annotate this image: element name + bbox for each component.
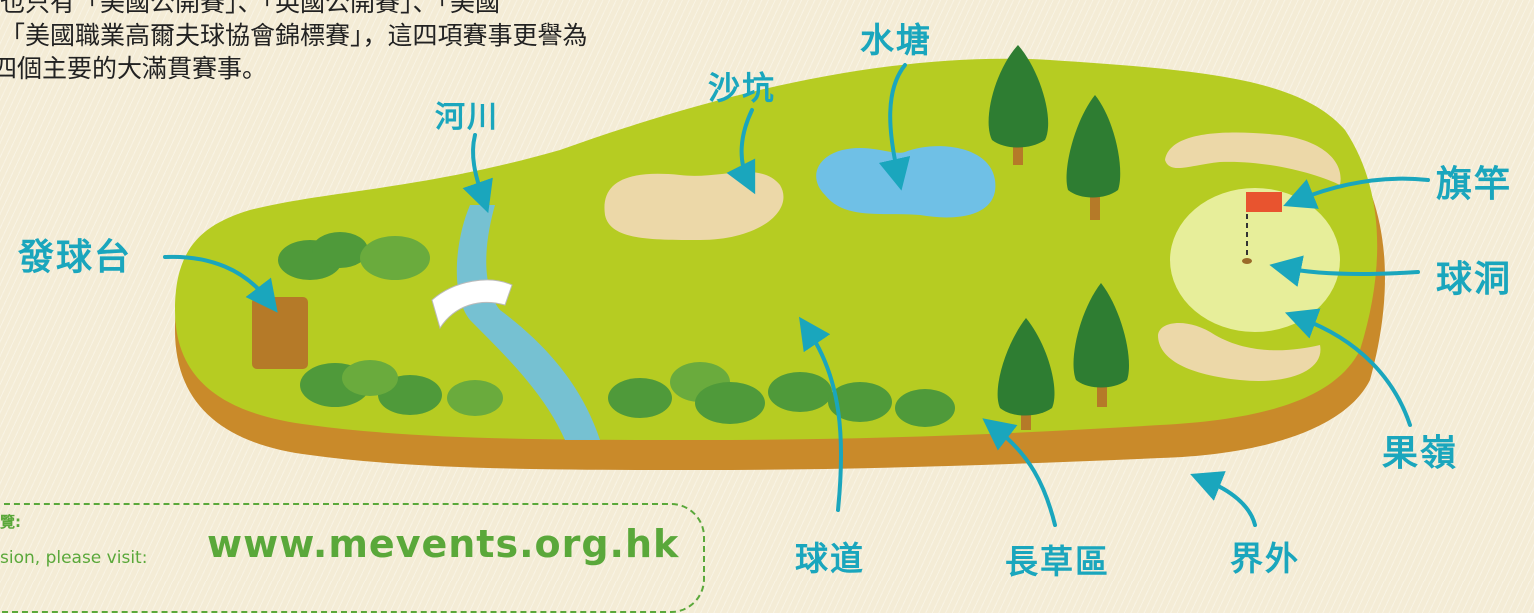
- arrow-green: [1284, 308, 1412, 427]
- bushes-middle-bottom: [608, 362, 955, 427]
- bushes-left-bottom: [300, 360, 503, 416]
- intro-line-2: 「美國職業高爾夫球協會錦標賽」，這四項賽事更譽為: [0, 21, 588, 50]
- arrow-out-of-bounds: [1190, 471, 1257, 527]
- label-tee: 發球台: [18, 237, 133, 278]
- golf-course-illustration: [163, 45, 1430, 527]
- intro-text: 也只有「美國公開賽」、「英國公開賽」、「美國 「美國職業高爾夫球協會錦標賽」，這…: [0, 0, 700, 85]
- tee-box: [252, 297, 308, 369]
- intro-line-1: 也只有「美國公開賽」、「英國公開賽」、「美國: [0, 0, 501, 17]
- label-fairway: 球道: [795, 539, 865, 578]
- hole-cup: [1242, 258, 1252, 264]
- river: [456, 205, 600, 440]
- tree-top-2: [1066, 95, 1121, 220]
- bushes-left-top: [278, 232, 430, 280]
- website-cn-label: 覽:: [0, 513, 21, 531]
- bunker-bottom-right: [1158, 322, 1321, 381]
- arrow-pond: [878, 63, 911, 191]
- bridge: [431, 279, 513, 330]
- label-bunker: 沙坑: [708, 69, 777, 107]
- label-river: 河川: [435, 100, 499, 135]
- pond: [816, 146, 996, 218]
- arrow-hole: [1269, 255, 1420, 287]
- bunker-top-right: [1165, 132, 1341, 185]
- flag: [1246, 192, 1282, 212]
- label-pond: 水塘: [860, 21, 932, 61]
- arrow-rough: [982, 418, 1057, 527]
- arrow-fairway: [799, 316, 844, 512]
- label-out-of-bounds: 界外: [1230, 539, 1300, 578]
- arrow-tee: [163, 254, 278, 313]
- label-hole: 球洞: [1436, 259, 1513, 300]
- tree-bottom-2: [1073, 283, 1130, 407]
- label-rough: 長草區: [1005, 542, 1110, 581]
- website-url-link[interactable]: www.mevents.org.hk: [207, 522, 680, 566]
- arrow-flagstick: [1283, 176, 1430, 209]
- label-green: 果嶺: [1382, 433, 1459, 474]
- tree-bottom-1: [997, 318, 1055, 430]
- tree-top-1: [988, 45, 1049, 165]
- arrow-river: [462, 133, 493, 214]
- putting-green: [1170, 188, 1340, 332]
- arrow-bunker: [726, 108, 756, 195]
- website-en-label: sion, please visit:: [0, 548, 148, 568]
- intro-line-3: 四個主要的大滿貫賽事。: [0, 54, 268, 83]
- label-flagstick: 旗竿: [1436, 164, 1513, 205]
